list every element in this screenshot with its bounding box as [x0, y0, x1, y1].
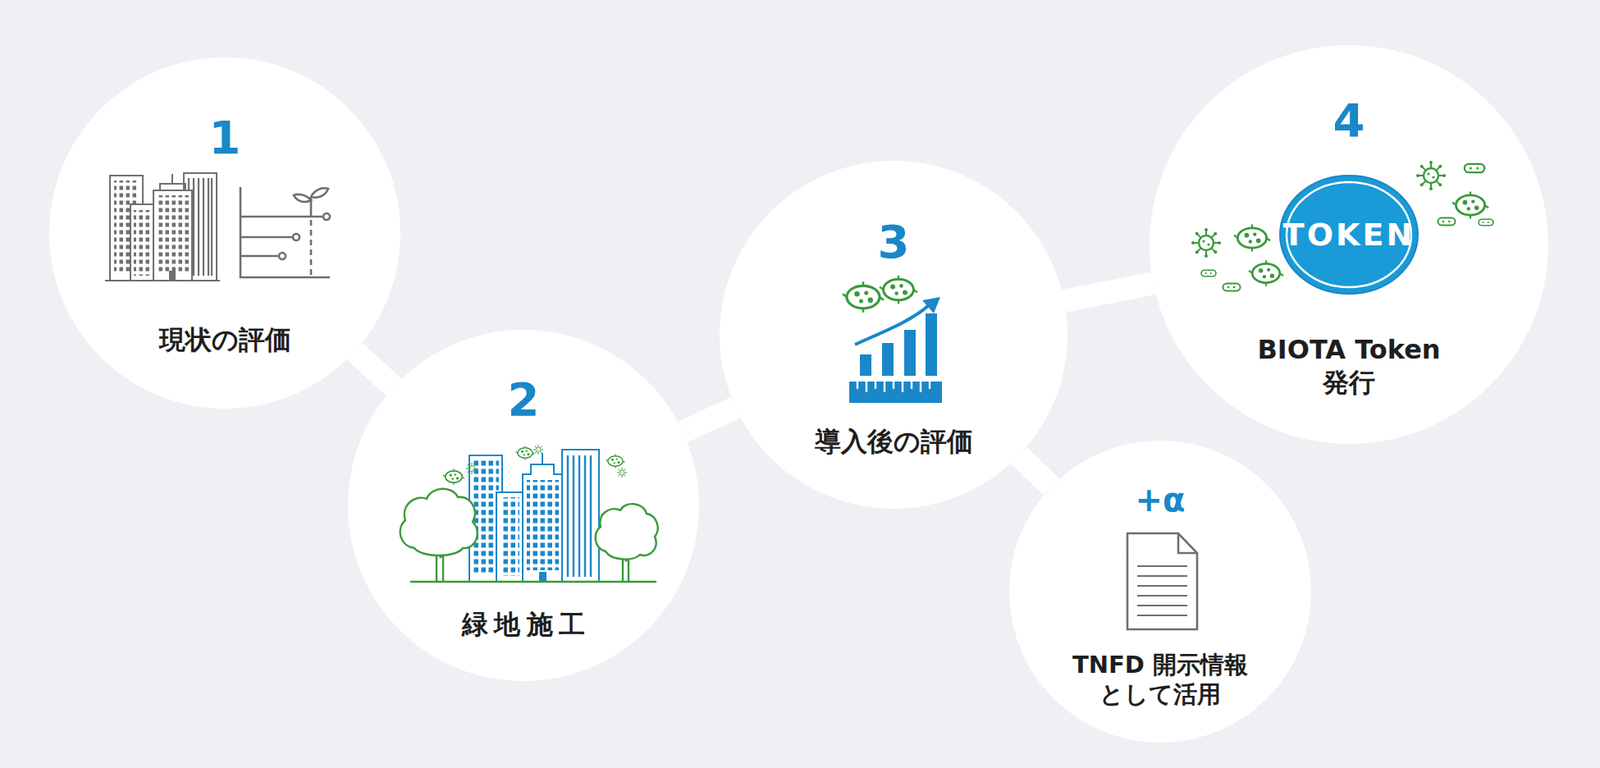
growth-chart-icon: [240, 187, 330, 278]
step-label: 緑地施工: [392, 608, 655, 641]
document-icon: [1127, 533, 1198, 630]
step-circle: +αTNFD 開示情報 として活用: [1009, 440, 1312, 743]
step-number: 2: [441, 370, 606, 429]
blue-buildings-icon: [469, 449, 599, 582]
step-label: 現状の評価: [93, 323, 357, 357]
step-number: 4: [1266, 91, 1431, 150]
extra-label: TNFD 開示情報 として活用: [1057, 649, 1263, 710]
small-microbes: [443, 444, 627, 485]
token-icon: [1280, 175, 1418, 294]
circle-grounds: [49, 45, 1549, 743]
connector-band: [1019, 455, 1052, 487]
connector-band: [682, 407, 736, 433]
growth-bars-icon: [842, 275, 942, 403]
step-circle: 1 現状の評価: [49, 57, 401, 409]
grey-buildings-icon: [105, 173, 220, 281]
connector-band: [1064, 283, 1154, 302]
step-circle: 2 緑地施工: [347, 329, 700, 682]
step-label: 導入後の評価: [754, 425, 1034, 458]
step-label: BIOTA Token 発行: [1244, 333, 1454, 399]
connector-band: [354, 351, 394, 388]
extra-mark: +α: [1078, 479, 1243, 521]
tree-icons: [400, 489, 659, 582]
step-number: 3: [811, 213, 976, 271]
step-circle: 3 導入後の評価: [719, 160, 1068, 509]
step-number: 1: [142, 109, 307, 167]
token-microbes: [1191, 160, 1494, 291]
token-text: TOKEN: [1283, 216, 1416, 253]
